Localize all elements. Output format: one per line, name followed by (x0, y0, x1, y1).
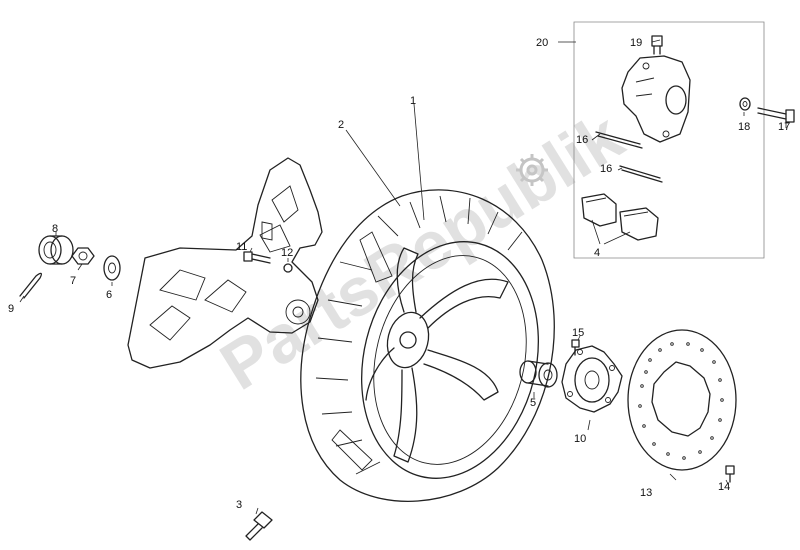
callout-17: 17 (778, 121, 790, 133)
callout-12: 12 (281, 247, 293, 259)
callout-19: 19 (630, 37, 642, 49)
callout-16a: 16 (576, 134, 588, 146)
part-9-cotter-pin (19, 272, 42, 299)
callout-16b: 16 (600, 163, 612, 175)
watermark-gear-icon (516, 154, 548, 186)
callout-4: 4 (594, 247, 600, 259)
callout-6: 6 (106, 289, 112, 301)
part-11-bolt (243, 251, 271, 264)
part-4-brake-pads (581, 193, 659, 241)
part-6-washer (103, 255, 121, 281)
callout-13: 13 (640, 487, 652, 499)
part-15-bolt (571, 339, 580, 356)
callout-9: 9 (8, 303, 14, 315)
callout-5: 5 (530, 397, 536, 409)
callout-15: 15 (572, 327, 584, 339)
part-5-spacer (519, 360, 558, 388)
part-10-disc-carrier (561, 345, 623, 413)
part-20-caliper-assembly-box (573, 21, 765, 259)
part-16-pad-spring (619, 165, 663, 183)
part-2-tyre (300, 189, 555, 502)
part-12-washer (283, 263, 293, 273)
callout-1: 1 (410, 95, 416, 107)
callout-10: 10 (574, 433, 586, 445)
part-7-nut (71, 247, 95, 265)
part-17-bolt (757, 107, 795, 123)
callout-2: 2 (338, 119, 344, 131)
callout-11: 11 (236, 241, 247, 253)
part-14-bolt (725, 465, 735, 483)
callout-3: 3 (236, 499, 242, 511)
part-13-brake-disc (627, 329, 737, 471)
callout-18: 18 (738, 121, 750, 133)
swing-arm-bracket (127, 157, 323, 369)
callouts: 1 2 3 4 5 6 7 8 9 10 11 12 13 14 15 16 1… (8, 37, 790, 511)
callout-20: 20 (536, 37, 548, 49)
leader-lines (19, 39, 787, 515)
callout-8: 8 (52, 223, 58, 235)
callout-14: 14 (718, 481, 730, 493)
part-3-tyre-valve (245, 511, 273, 541)
brake-caliper (621, 55, 691, 143)
part-8-bearing (38, 235, 74, 265)
part-16-pad-pin (595, 131, 643, 149)
callout-7: 7 (70, 275, 76, 287)
part-18-washer (739, 97, 751, 111)
part-19-bleed-screw (651, 35, 663, 55)
